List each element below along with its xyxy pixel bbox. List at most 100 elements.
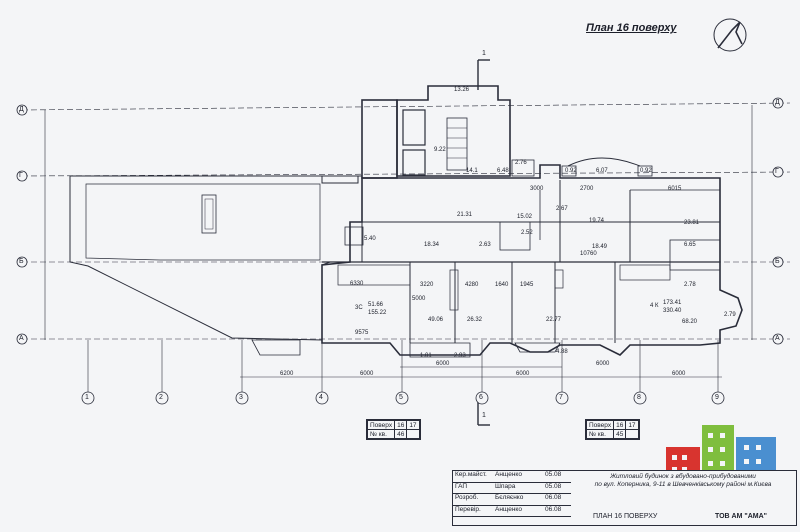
table-cell: 16 (394, 420, 408, 430)
dimension: 10760 (580, 251, 597, 257)
table-cell: 46 (394, 429, 408, 439)
table-cell: 45 (613, 429, 627, 439)
stamp-role: ГАП (455, 482, 468, 490)
dimension: 6000 (436, 361, 450, 367)
room-area: 14.1 (466, 168, 478, 174)
stamp-name: Бєляєнко (495, 494, 524, 501)
dimension: 6000 (596, 361, 610, 367)
room-area: 1.01 (420, 353, 432, 359)
axis-number: 4 (319, 394, 323, 401)
room-area: 49.06 (428, 317, 444, 323)
room-area: 0.92 (565, 168, 577, 174)
stamp-date: 05.08 (545, 471, 562, 478)
flat-label: 4 К (650, 303, 659, 309)
room-area: 2.78 (684, 282, 696, 288)
stamp-date: 06.08 (545, 505, 562, 513)
room-area: 5.40 (364, 236, 376, 242)
room-area: 6.65 (684, 242, 696, 248)
description-line: Житловий будинок з вбудовано-прибудовани… (610, 473, 756, 480)
north-arrow-icon (713, 18, 747, 52)
dimension: 6000 (672, 371, 686, 377)
dimension: 1945 (520, 282, 534, 288)
dimension: 4280 (465, 282, 479, 288)
description-line: по вул. Коперника, 9-11 в Шевченківськом… (594, 481, 772, 488)
room-area: 0.92 (640, 168, 652, 174)
axis-label-g: Г (19, 172, 23, 179)
signature-rows: Кер.майст. Анщенко 05.08 ГАП Шпара 05.08 Роз… (453, 471, 571, 517)
axis-label-b-right: Б (775, 258, 780, 265)
dimension: 5000 (412, 296, 426, 302)
stamp-name: Анщенко (495, 505, 522, 513)
signature-row: Перевір. Анщенко 06.08 (453, 505, 571, 517)
page-title: План 16 поверху (586, 22, 677, 34)
sheet-name: ПЛАН 16 ПОВЕРХУ (593, 513, 658, 520)
section-mark-bottom: 1 (482, 412, 486, 419)
table-cell: 17 (406, 420, 420, 430)
organization-name: ТОВ АМ "АМА" (715, 513, 767, 520)
table-cell: № кв. (585, 429, 615, 439)
stamp-role: Кер.майст. (455, 471, 487, 478)
room-area: 18.34 (424, 242, 440, 248)
room-area: 2.52 (521, 230, 533, 236)
stamp-role: Розроб. (455, 494, 479, 501)
room-area: 22.77 (546, 317, 562, 323)
axis-number: 8 (637, 394, 641, 401)
room-area: 6.48 (497, 168, 509, 174)
room-area: 6.07 (596, 168, 608, 174)
axis-number: 2 (159, 394, 163, 401)
axis-number: 9 (715, 394, 719, 401)
dimension: 6015 (668, 186, 682, 192)
room-area: 9.22 (434, 147, 446, 153)
table-cell: № кв. (366, 429, 396, 439)
signature-row: Розроб. Бєляєнко 06.08 (453, 494, 571, 506)
room-area: 51.66 (368, 302, 384, 308)
section-mark-top: 1 (482, 50, 486, 57)
table-cell: 16 (613, 420, 627, 430)
axis-label-a-right: А (775, 335, 780, 342)
axis-label-a: А (19, 335, 24, 342)
dimension: 3000 (530, 186, 544, 192)
room-area: 18.49 (592, 244, 608, 250)
axis-number: 3 (239, 394, 243, 401)
room-area: 2.79 (724, 312, 736, 318)
axis-number: 7 (559, 394, 563, 401)
stamp-date: 06.08 (545, 494, 562, 501)
table-cell: 17 (625, 420, 639, 430)
axis-number: 5 (399, 394, 403, 401)
room-area: 23.81 (684, 220, 700, 226)
dimension: 6330 (350, 281, 364, 287)
stamp-name: Шпара (495, 482, 516, 490)
room-area: 155.22 (368, 310, 387, 316)
dimension: 6200 (280, 371, 294, 377)
axis-number: 6 (479, 394, 483, 401)
project-description: Житловий будинок з вбудовано-прибудовани… (573, 473, 793, 489)
room-area: 15.02 (517, 214, 533, 220)
axis-label-b: Б (19, 258, 24, 265)
room-area: 68.20 (682, 319, 698, 325)
room-area: 2.67 (556, 206, 568, 212)
table-cell (625, 429, 639, 439)
dimension: 3220 (420, 282, 434, 288)
room-area: 330.40 (663, 308, 682, 314)
room-area: 21.31 (457, 212, 473, 218)
room-area: 2.76 (515, 160, 527, 166)
dimension: 6000 (360, 371, 374, 377)
axis-label-d-right: Д (775, 99, 780, 106)
dimension: 1640 (495, 282, 509, 288)
stamp-role: Перевір. (455, 505, 481, 513)
axis-number: 1 (85, 394, 89, 401)
stamp-name: Анщенко (495, 471, 522, 478)
room-area: 19.74 (589, 218, 605, 224)
axis-label-g-right: Г (775, 168, 779, 175)
flat-label: 3С (355, 305, 363, 311)
room-area: 4.88 (556, 349, 568, 355)
signature-row: Кер.майст. Анщенко 05.08 (453, 471, 571, 483)
room-area: 2.93 (454, 353, 466, 359)
title-block: Кер.майст. Анщенко 05.08 ГАП Шпара 05.08 Роз… (452, 470, 797, 526)
dimension: 9575 (355, 330, 369, 336)
